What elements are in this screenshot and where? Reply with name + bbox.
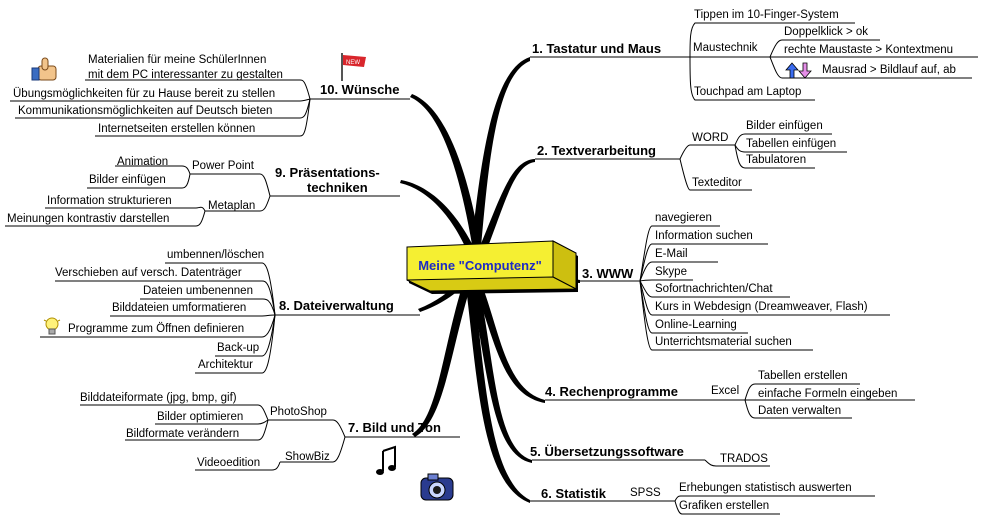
leaf: rechte Maustaste > Kontextmenu [784,44,954,56]
leaf: Tabellen einfügen [746,138,837,150]
svg-text:NEW: NEW [346,60,360,66]
leaf: Bilder einfügen [89,174,166,186]
branch-rechenprogramme: 4. Rechenprogramme [545,384,678,399]
camera-icon [420,473,454,501]
leaf: Kommunikationsmöglichkeiten auf Deutsch … [18,105,273,117]
center-node [406,240,578,294]
leaf: Bilder optimieren [157,411,244,423]
branch-wuensche: 10. Wünsche [320,82,400,97]
leaf: mit dem PC interessanter zu gestalten [88,69,283,81]
leaf: navegieren [655,212,712,224]
leaf: Dateien umbenennen [143,285,253,297]
leaf: Internetseiten erstellen können [98,123,256,135]
leaf: Back-up [217,342,260,354]
thumbs-up-icon [31,57,57,81]
leaf: Materialien für meine SchülerInnen [88,54,267,66]
leaf: Kurs in Webdesign (Dreamweaver, Flash) [655,301,868,313]
leaf: Übungsmöglichkeiten für zu Hause bereit … [13,88,276,100]
leaf: Tabulatoren [746,154,807,166]
leaf: Programme zum Öffnen definieren [68,323,245,335]
leaf: Information strukturieren [47,195,172,207]
branch-tastatur: 1. Tastatur und Maus [532,41,662,56]
leaf: Bilder einfügen [746,120,823,132]
leaf: Architektur [198,359,253,371]
subtopic-excel: Excel [711,385,740,397]
leaf: TRADOS [720,453,768,465]
leaf: Bildformate verändern [126,428,240,440]
leaf: Texteditor [692,177,742,189]
leaf: Verschieben auf versch. Datenträger [55,267,242,279]
branch-www: 3. WWW [582,266,634,281]
branch-dateiverwaltung: 8. Dateiverwaltung [279,298,394,313]
subtopic-photoshop: PhotoShop [270,406,327,418]
leaf: umbennen/löschen [167,249,265,261]
leaf: Online-Learning [655,319,737,331]
leaf: Unterrichtsmaterial suchen [655,336,792,348]
subtopic-showbiz: ShowBiz [285,451,330,463]
leaf: Sofortnachrichten/Chat [655,283,773,295]
branch-praesentation: 9. Präsentations- [275,165,380,180]
leaf: Animation [117,156,169,168]
subtopic-word: WORD [692,132,729,144]
subtopic-maustechnik: Maustechnik [693,42,758,54]
branch-uebersetzung: 5. Übersetzungssoftware [530,444,684,459]
branch-bild-ton: 7. Bild und Ton [348,420,441,435]
leaf: Doppelklick > ok [784,26,869,38]
leaf: E-Mail [655,248,688,260]
leaf: Grafiken erstellen [679,500,770,512]
lightbulb-icon [43,317,61,335]
center-node-label: Meine "Computenz" [418,258,542,273]
leaf: Videoedition [197,457,261,469]
leaf: Meinungen kontrastiv darstellen [7,213,170,225]
leaf: Touchpad am Laptop [694,86,802,98]
leaf: Tabellen erstellen [758,370,848,382]
leaf: Tippen im 10-Finger-System [694,9,839,21]
leaf: Skype [655,266,687,278]
subtopic-powerpoint: Power Point [192,160,255,172]
flag-icon: NEW [341,53,366,81]
leaf: Bilddateien umformatieren [112,302,247,314]
leaf: Mausrad > Bildlauf auf, ab [822,64,956,76]
leaf: Bilddateiformate (jpg, bmp, gif) [80,392,237,404]
branch-textverarbeitung: 2. Textverarbeitung [537,143,656,158]
branch-statistik: 6. Statistik [541,486,607,501]
leaf: einfache Formeln eingeben [758,388,898,400]
subtopic-metaplan: Metaplan [208,200,256,212]
leaf: Information suchen [655,230,753,242]
branch-praesentation-line2: techniken [307,180,368,195]
leaf: Erhebungen statistisch auswerten [679,482,852,494]
music-note-icon [376,445,396,475]
subtopic-spss: SPSS [630,487,661,499]
leaf: Daten verwalten [758,405,842,417]
up-down-arrows-icon [785,62,812,79]
